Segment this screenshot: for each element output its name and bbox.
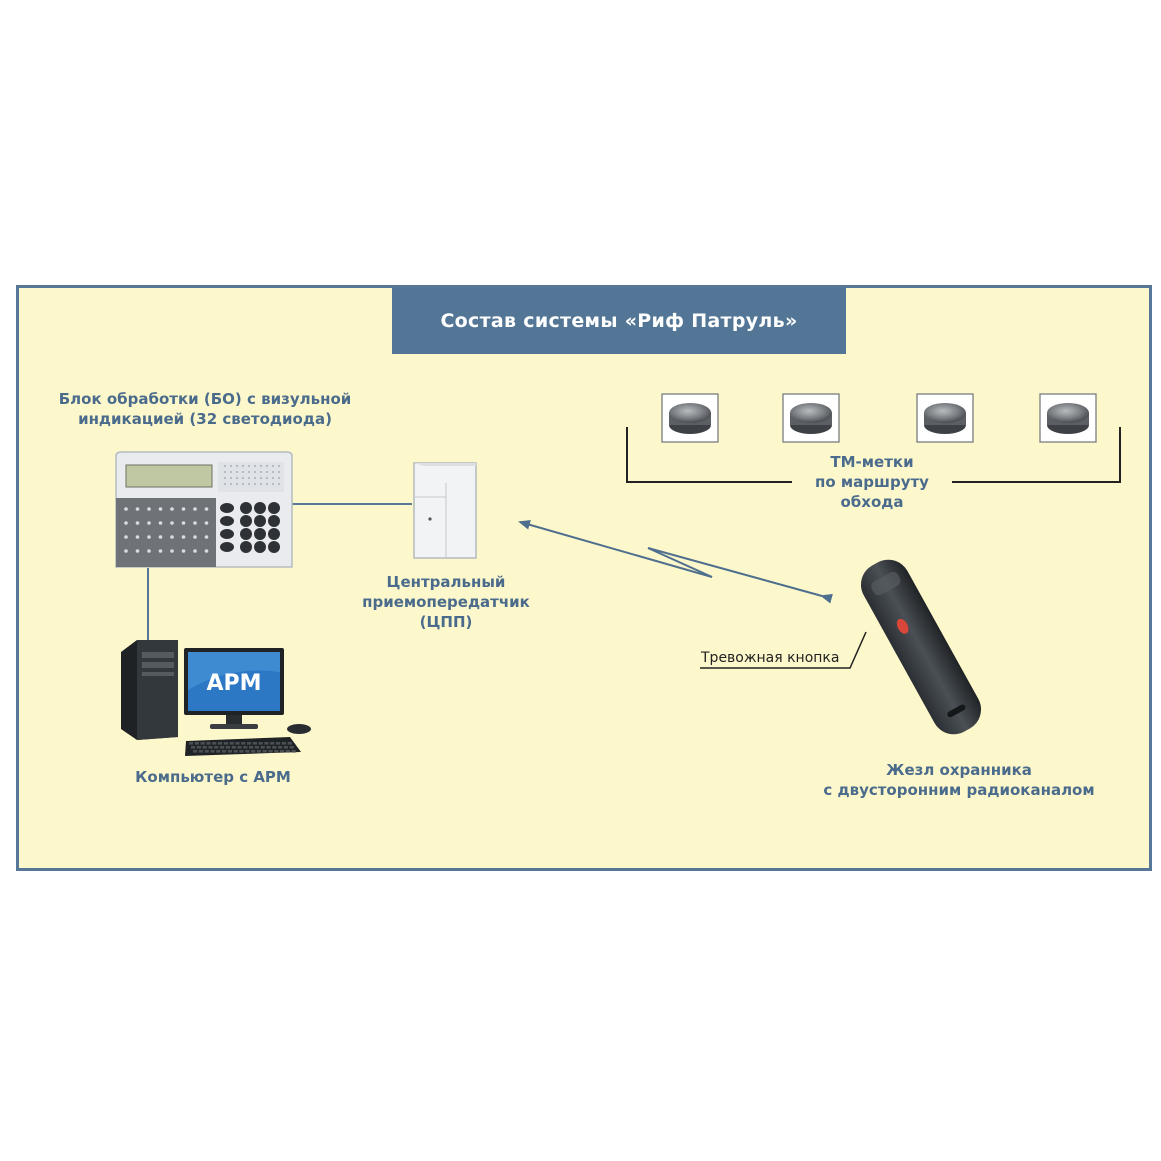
keypad-key <box>240 541 252 553</box>
led-dot <box>147 521 151 525</box>
keypad-key <box>220 503 234 513</box>
led-dot <box>135 521 140 525</box>
label-guard-wand: Жезл охранника с двусторонним радиоканал… <box>823 761 1095 799</box>
led-dot <box>158 535 163 539</box>
tm-tag-icon <box>1039 393 1097 443</box>
keypad-key <box>220 542 234 552</box>
led-dot <box>158 507 163 511</box>
led-dot <box>170 535 174 539</box>
led-dot <box>124 521 128 525</box>
led-dot <box>147 507 151 511</box>
led-dot <box>124 549 128 553</box>
keypad <box>220 502 280 553</box>
keypad-key <box>220 516 234 526</box>
processing-unit-device <box>115 451 293 568</box>
label-tm-tags: ТМ-метки по маршруту обхода <box>815 453 929 511</box>
keypad-key <box>240 528 252 540</box>
led-dot <box>181 507 186 511</box>
led-dot <box>204 535 209 539</box>
tm-tag-icon <box>916 393 974 443</box>
guard-wand-device <box>860 559 982 735</box>
radio-link-arrow <box>518 519 833 604</box>
tm-tags-bracket <box>626 427 1121 483</box>
led-dot <box>158 549 163 553</box>
keypad-key <box>254 541 266 553</box>
tm-tag-icon <box>782 393 840 443</box>
keypad-key <box>268 502 280 514</box>
led-dot <box>193 549 197 553</box>
keypad-key <box>268 515 280 527</box>
computer-icon: АРМ <box>121 640 311 756</box>
keypad-key <box>268 541 280 553</box>
led-dot <box>193 507 197 511</box>
led-dot <box>135 549 140 553</box>
keypad-key <box>254 515 266 527</box>
led-dot <box>147 535 151 539</box>
label-computer: Компьютер с АРМ <box>135 768 291 786</box>
keypad-key <box>254 528 266 540</box>
led-dot <box>135 507 140 511</box>
transceiver-device <box>413 462 477 559</box>
label-processing-unit: Блок обработки (БО) с визульной индикаци… <box>58 390 352 428</box>
led-dot <box>181 549 186 553</box>
led-dot <box>204 549 209 553</box>
keypad-key <box>268 528 280 540</box>
diagram-panel: Состав системы «Риф Патруль» <box>16 285 1152 871</box>
label-alarm-button: Тревожная кнопка <box>701 650 840 666</box>
led-dot <box>170 549 174 553</box>
label-transceiver: Центральный приемопередатчик (ЦПП) <box>362 573 530 631</box>
keypad-key <box>240 502 252 514</box>
led-dot <box>147 549 151 553</box>
led-dot <box>181 521 186 525</box>
monitor-label: АРМ <box>206 671 261 696</box>
keypad-key <box>254 502 266 514</box>
led-grid <box>124 465 280 553</box>
tm-tag-icon <box>661 393 719 443</box>
led-dot <box>124 535 128 539</box>
led-dot <box>204 521 209 525</box>
title-bar: Состав системы «Риф Патруль» <box>392 288 846 354</box>
led-dot <box>158 521 163 525</box>
keypad-key <box>240 515 252 527</box>
led-dot <box>193 535 197 539</box>
led-dot <box>193 521 197 525</box>
keypad-key <box>220 529 234 539</box>
alarm-button-icon <box>896 618 909 634</box>
led-dot <box>170 521 174 525</box>
diagram-title: Состав системы «Риф Патруль» <box>440 310 798 332</box>
alarm-button-leader <box>700 631 867 669</box>
led-dot <box>204 507 209 511</box>
led-dot <box>181 535 186 539</box>
tm-tags-group <box>661 393 1097 443</box>
led-dot <box>124 507 128 511</box>
led-dot <box>135 535 140 539</box>
led-dot <box>170 507 174 511</box>
